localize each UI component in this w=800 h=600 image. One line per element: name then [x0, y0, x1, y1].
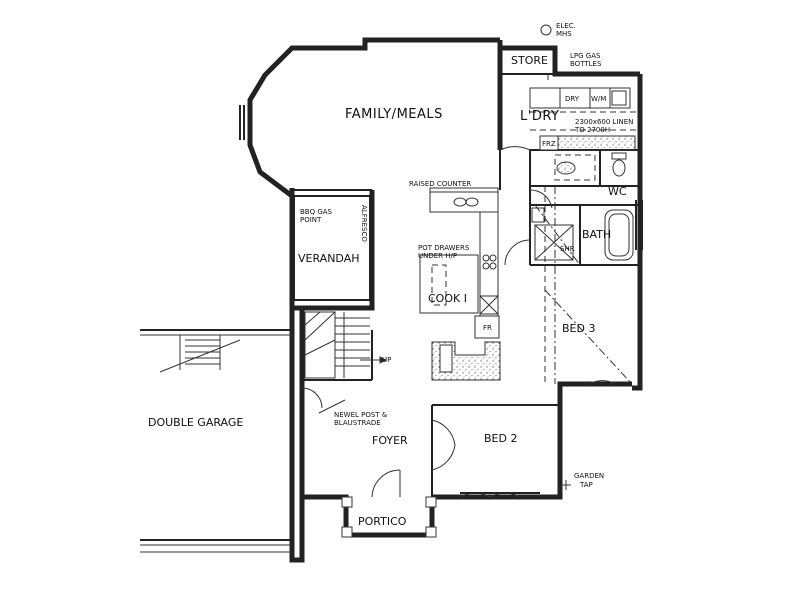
- ceiling-lines: [534, 186, 633, 385]
- label-garden-1: GARDEN: [574, 472, 604, 480]
- labels: FAMILY/MEALS STORE ELEC. MHS LPG GAS BOT…: [148, 22, 633, 528]
- label-foyer: FOYER: [372, 434, 408, 447]
- bath-fixtures: [531, 207, 634, 261]
- label-frz: FRZ: [542, 140, 556, 148]
- label-ldry: L'DRY: [520, 109, 559, 124]
- label-pot-drawers-1: POT DRAWERS: [418, 244, 470, 252]
- kitchen: [419, 187, 501, 381]
- label-verandah: VERANDAH: [298, 252, 360, 265]
- label-bbq-gas-2: POINT: [300, 216, 322, 224]
- label-pot-drawers-2: UNDER H/P: [418, 252, 457, 260]
- label-bed2: BED 2: [484, 432, 517, 445]
- label-wc: WC: [608, 185, 627, 198]
- label-newel-2: BLAUSTRADE: [334, 419, 381, 427]
- windows: [239, 105, 643, 494]
- laundry-fixtures: [529, 87, 640, 181]
- label-bottles: BOTTLES: [570, 60, 602, 68]
- garage: [140, 329, 292, 553]
- label-bath: BATH: [582, 228, 611, 241]
- doors: [301, 146, 616, 498]
- label-alfresco: ALFRESCO: [360, 205, 368, 242]
- label-bed3: BED 3: [562, 322, 595, 335]
- label-newel-1: NEWEL POST &: [334, 411, 388, 419]
- label-cook: COOK I: [428, 292, 467, 305]
- service-symbols: [318, 24, 571, 490]
- staircase: [304, 311, 388, 379]
- label-bbq-gas-1: BBQ GAS: [300, 208, 333, 216]
- label-dry: DRY: [565, 95, 580, 103]
- label-up: UP: [382, 356, 391, 364]
- interior-walls: [293, 40, 640, 497]
- portico-posts: [341, 496, 437, 538]
- label-portico: PORTICO: [358, 515, 407, 528]
- label-lpg-gas: LPG GAS: [570, 52, 601, 60]
- label-linen-1: 2300x600 LINEN: [575, 118, 633, 126]
- label-mhs: MHS: [556, 30, 572, 38]
- label-wm: W/M: [591, 95, 606, 103]
- label-double-garage: DOUBLE GARAGE: [148, 416, 243, 429]
- label-elec: ELEC.: [556, 22, 576, 30]
- label-raised-counter: RAISED COUNTER: [409, 180, 471, 188]
- label-store: STORE: [511, 54, 548, 67]
- label-fr: FR: [483, 324, 492, 332]
- label-garden-2: TAP: [579, 481, 593, 489]
- label-linen-2: TO 2700H: [574, 126, 610, 134]
- label-family-meals: FAMILY/MEALS: [345, 107, 443, 122]
- label-shr: SHR: [560, 245, 575, 253]
